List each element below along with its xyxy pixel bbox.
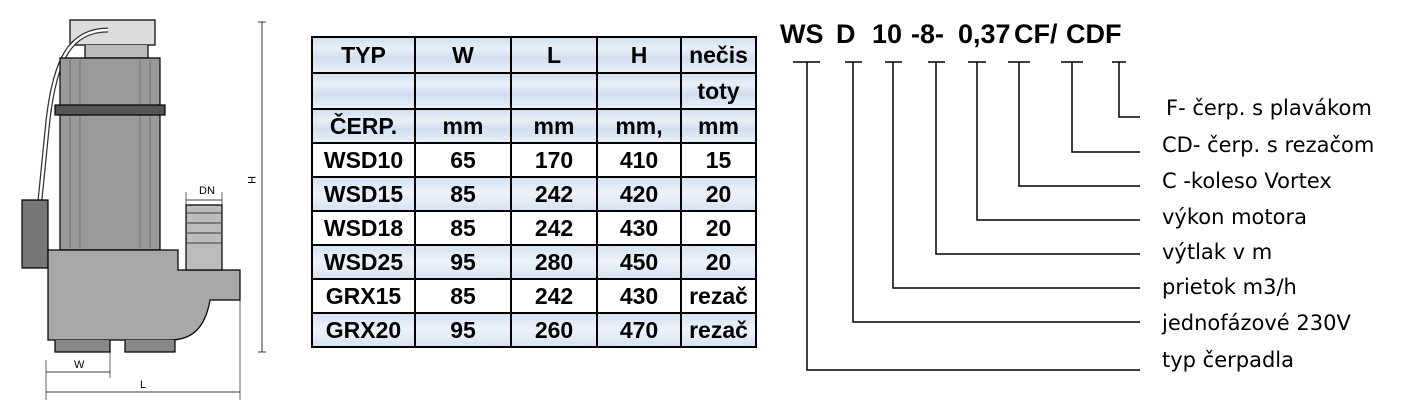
header-cell [414,72,512,110]
cell-l: 242 [510,210,598,246]
cell-l: 260 [510,312,598,348]
pump-handle [69,19,156,46]
cell-h: 450 [596,244,682,280]
dim-h-label: H [245,176,257,184]
legend-item-flow: prietok m3/h [1162,275,1297,299]
cell-model: WSD15 [311,176,416,212]
table-row: GRX20 95 260 470 rezač [311,312,757,348]
cell-necistoty: rezač [680,278,757,314]
header-unit: mm [414,108,512,144]
cell-necistoty: 15 [680,142,757,178]
header-w: W [414,36,512,74]
cell-l: 242 [510,176,598,212]
cell-necistoty: 20 [680,210,757,246]
pump-spec-table: TYP W L H nečis toty ČERP. mm mm mm, mm … [311,36,757,348]
code-part-head: -8- [911,19,944,49]
pump-float [21,199,49,269]
cell-w: 85 [414,176,512,212]
cell-w: 85 [414,278,512,314]
cell-necistoty: rezač [680,312,757,348]
cell-model: WSD25 [311,244,416,280]
cell-h: 410 [596,142,682,178]
code-part-cdf: CDF [1066,19,1122,49]
cell-l: 242 [510,278,598,314]
table-header-row: TYP W L H nečis [311,36,757,74]
header-h: H [596,36,682,74]
cell-h: 430 [596,278,682,314]
cell-w: 65 [414,142,512,178]
legend-item-f: F- čerp. s plavákom [1166,96,1372,120]
table-row: GRX15 85 242 430 rezač [311,278,757,314]
pump-volute [47,249,241,341]
code-part-cf: CF/ [1014,19,1058,49]
model-code-diagram: WS D 10 -8- 0,37 CF/ CDF F- čerp. s plav… [780,19,1374,372]
cell-model: WSD10 [311,142,416,178]
header-unit: mm [680,108,757,144]
cell-model: GRX15 [311,278,416,314]
pump-motor-body [59,57,161,251]
legend-item-type: typ čerpadla [1162,348,1294,372]
code-part-d: D [836,19,856,49]
header-cell [311,72,416,110]
table-row: WSD18 85 242 430 20 [311,210,757,246]
table-row: WSD15 85 242 420 20 [311,176,757,212]
leader-lines [793,61,1140,371]
dim-dn-label: DN [199,185,215,197]
header-necistoty: nečis [680,36,757,74]
legend-item-cd: CD- čerp. s rezačom [1162,133,1374,157]
dim-l-label: L [140,379,146,391]
header-unit: mm, [596,108,682,144]
code-part-flow: 10 [872,19,902,49]
cell-l: 170 [510,142,598,178]
header-typ: TYP [311,36,416,74]
cell-w: 95 [414,244,512,280]
cell-l: 280 [510,244,598,280]
cell-necistoty: 20 [680,244,757,280]
code-part-ws: WS [780,19,824,49]
table-row: WSD10 65 170 410 15 [311,142,757,178]
header-cell: toty [680,72,757,110]
header-cell [596,72,682,110]
header-cell [510,72,598,110]
dim-w-label: W [74,359,85,371]
cell-h: 420 [596,176,682,212]
table-row: WSD25 95 280 450 20 [311,244,757,280]
code-part-power: 0,37 [958,19,1011,49]
legend-item-c: C -koleso Vortex [1162,169,1332,193]
cell-w: 95 [414,312,512,348]
pump-outlet [185,204,223,271]
legend-item-phase: jednofázové 230V [1161,311,1351,335]
cell-h: 470 [596,312,682,348]
legend-item-power: výkon motora [1162,205,1307,229]
header-cerp: ČERP. [311,108,416,144]
table-header-row: ČERP. mm mm mm, mm [311,108,757,144]
header-unit: mm [510,108,598,144]
cell-model: WSD18 [311,210,416,246]
table-header-row: toty [311,72,757,110]
cell-necistoty: 20 [680,176,757,212]
cell-model: GRX20 [311,312,416,348]
header-l: L [510,36,598,74]
cell-h: 430 [596,210,682,246]
cell-w: 85 [414,210,512,246]
legend-item-head: výtlak v m [1162,240,1272,264]
pump-drawing: DN H W L [21,19,266,400]
